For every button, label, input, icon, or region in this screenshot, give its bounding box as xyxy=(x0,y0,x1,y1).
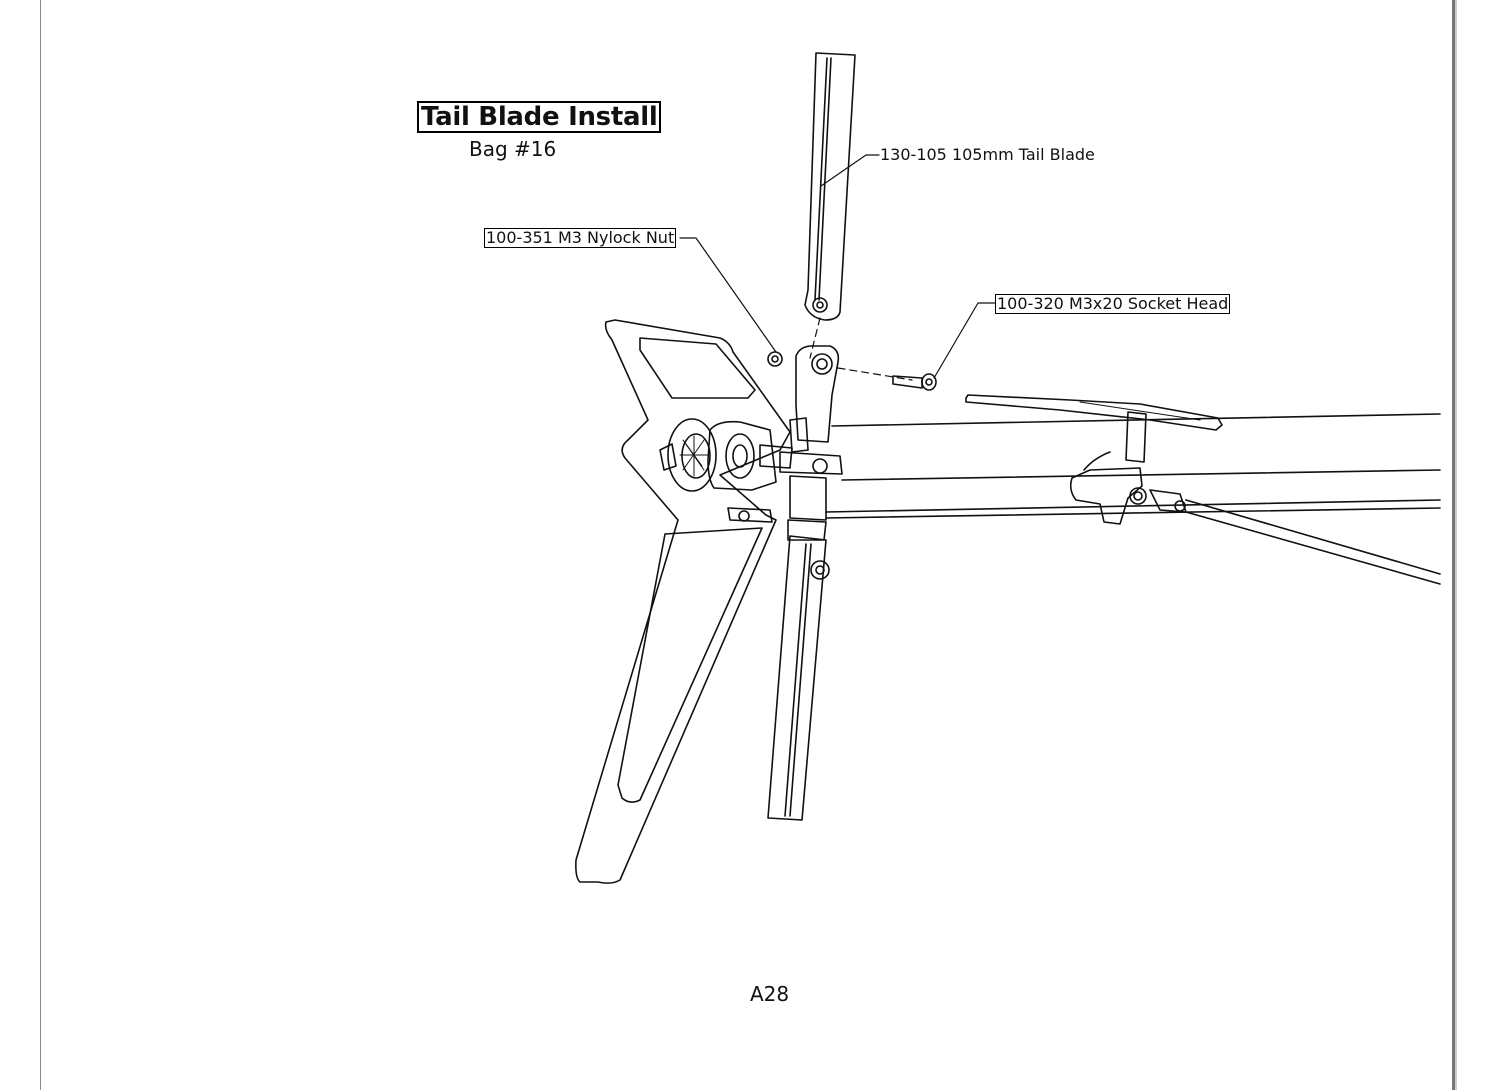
horizontal-stabilizer xyxy=(965,394,1223,463)
nut-leader xyxy=(679,237,777,353)
nylock-nut-callout: 100-351 M3 Nylock Nut xyxy=(484,228,677,248)
vertical-fin xyxy=(575,319,791,884)
bag-number: Bag #16 xyxy=(469,137,557,161)
leader-lines xyxy=(679,154,996,379)
nylock-nut-part xyxy=(767,351,783,367)
page-left-border xyxy=(40,0,41,1090)
socket-head-bolt-part xyxy=(892,373,937,391)
lower-tail-blade xyxy=(767,535,830,821)
bolt-leader xyxy=(933,302,996,379)
explode-lines xyxy=(809,317,913,381)
socket-head-callout: 100-320 M3x20 Socket Head xyxy=(995,294,1231,314)
page-title: Tail Blade Install xyxy=(417,101,662,133)
page-number: A28 xyxy=(750,982,790,1006)
tail-blade-callout: 130-105 105mm Tail Blade xyxy=(880,145,1095,164)
tail-gearbox xyxy=(659,418,793,523)
page-right-shadow xyxy=(1455,0,1457,1090)
blade-leader xyxy=(820,154,880,187)
boom-clamp-linkage xyxy=(1069,451,1441,585)
bevel-gear xyxy=(679,435,711,477)
page-right-border xyxy=(1452,0,1455,1090)
tail-hub-assembly xyxy=(779,345,843,541)
upper-tail-blade xyxy=(804,52,856,321)
